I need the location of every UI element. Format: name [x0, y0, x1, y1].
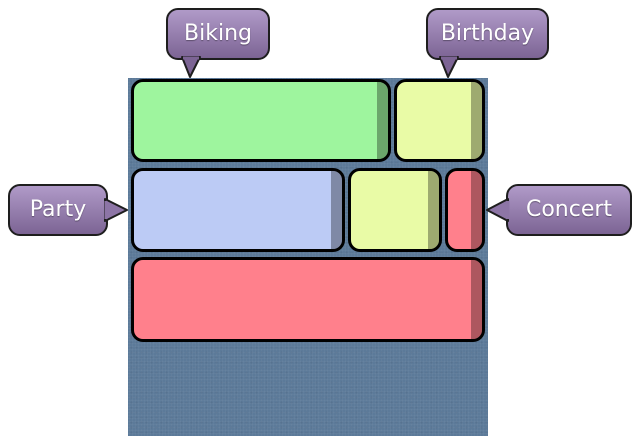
event-block-biking	[131, 79, 391, 162]
callout-biking-pointer	[181, 56, 201, 78]
event-block-wide-red	[131, 257, 485, 342]
callout-biking: Biking	[166, 8, 270, 60]
callout-birthday-pointer	[439, 56, 459, 78]
event-block-yellow	[348, 168, 442, 252]
callout-party-label: Party	[29, 197, 87, 222]
callout-birthday: Birthday	[426, 8, 549, 60]
event-block-party	[131, 168, 345, 252]
event-block-birthday	[394, 79, 485, 162]
callout-concert-pointer	[486, 198, 510, 222]
callout-concert: Concert	[506, 184, 632, 236]
callout-party: Party	[8, 184, 108, 236]
callout-biking-label: Biking	[184, 21, 252, 46]
event-block-concert	[445, 168, 485, 252]
callout-birthday-label: Birthday	[440, 21, 535, 46]
callout-concert-label: Concert	[525, 197, 613, 222]
callout-party-pointer	[104, 198, 128, 222]
